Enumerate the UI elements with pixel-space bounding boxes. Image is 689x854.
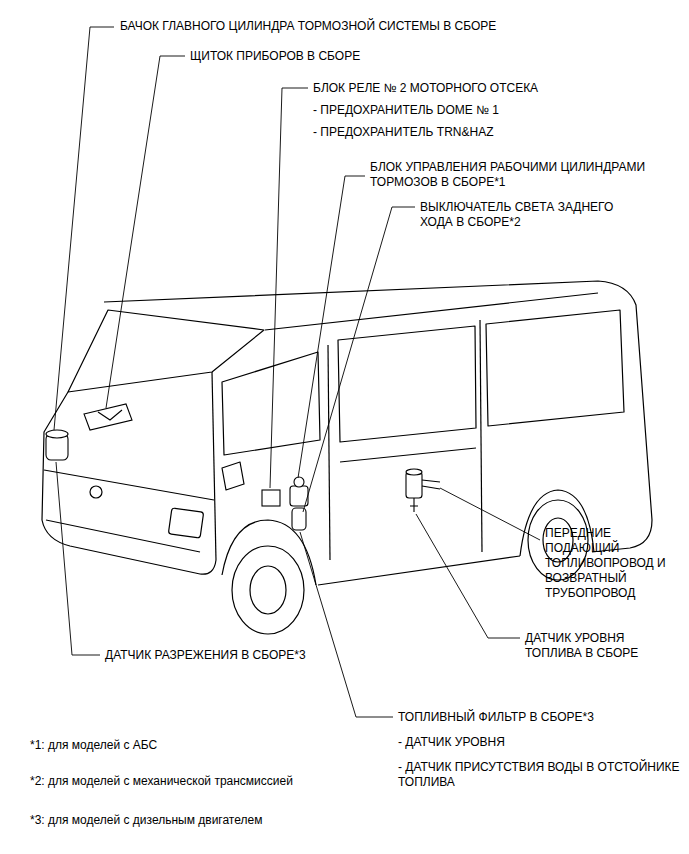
- fuel-lines: [422, 480, 440, 489]
- van-corner: [212, 372, 216, 560]
- van-outline: [104, 281, 652, 552]
- part-label: ДАТЧИК УРОВНЯ ТОПЛИВА В СБОРЕ: [525, 631, 681, 661]
- fuel-sender-float: [410, 498, 418, 512]
- part-label: ВЫКЛЮЧАТЕЛЬ СВЕТА ЗАДНЕГО ХОДА В СБОРЕ*2: [420, 200, 648, 230]
- leader-line: [300, 532, 393, 717]
- part-label: БАЧОК ГЛАВНОГО ЦИЛИНДРА ТОРМОЗНОЙ СИСТЕМ…: [120, 19, 498, 34]
- windshield: [68, 310, 264, 392]
- sub-label: - ДАТЧИК ПРИСУТСТВИЯ ВОДЫ В ОТСТОЙНИКЕ Т…: [398, 760, 680, 790]
- roof-edge: [265, 293, 598, 330]
- fuel-sender-flange: [406, 469, 422, 475]
- fuel-filter: [292, 508, 306, 530]
- leader-line: [54, 27, 114, 430]
- components: [46, 404, 440, 530]
- door-window: [222, 352, 320, 455]
- instrument-panel: [84, 404, 132, 430]
- bumper-line: [46, 520, 200, 552]
- mirror: [222, 462, 244, 490]
- sub-label: - ПРЕДОХРАНИТЕЛЬ TRN&HAZ: [313, 125, 653, 140]
- sub-label: - ДАТЧИК УРОВНЯ: [398, 735, 678, 750]
- panel-wiring: [98, 410, 122, 420]
- door-line: [480, 320, 482, 552]
- part-label: ДАТЧИК РАЗРЕЖЕНИЯ В СБОРЕ*3: [105, 648, 405, 663]
- part-label: ПЕРЕДНИЕ ПОДАЮЩИЙ ТОПЛИВОПРОВОД И ВОЗВРА…: [545, 526, 683, 601]
- footnote: *3: для моделей с дизельным двигателем: [30, 813, 370, 828]
- leader-line: [298, 176, 365, 478]
- side-window: [486, 310, 624, 426]
- footnote: *2: для моделей с механической трансмисс…: [30, 774, 370, 789]
- relay-block: [262, 490, 280, 506]
- wheel-hub: [250, 566, 286, 614]
- bumper-line: [44, 470, 214, 500]
- leader-line: [416, 514, 520, 638]
- emblem: [90, 486, 102, 498]
- van-sill: [318, 556, 520, 585]
- headlight: [168, 508, 203, 538]
- part-label: БЛОК УПРАВЛЕНИЯ РАБОЧИМИ ЦИЛИНДРАМИ ТОРМ…: [370, 160, 682, 190]
- part-label: ТОПЛИВНЫЙ ФИЛЬТР В СБОРЕ*3: [398, 710, 678, 725]
- sub-label: - ПРЕДОХРАНИТЕЛЬ DOME № 1: [313, 103, 653, 118]
- leader-line: [440, 488, 540, 540]
- part-label: ЩИТОК ПРИБОРОВ В СБОРЕ: [190, 49, 490, 64]
- leader-line: [303, 207, 415, 512]
- leader-line: [106, 56, 185, 408]
- door-rail: [340, 448, 476, 462]
- door-line: [328, 345, 330, 560]
- fuel-sender: [406, 472, 422, 498]
- wheel: [232, 546, 304, 634]
- front-face: [42, 392, 216, 574]
- side-window: [338, 326, 476, 442]
- footnote: *1: для моделей с АБС: [30, 738, 370, 753]
- leader-line: [270, 88, 308, 488]
- part-label: БЛОК РЕЛЕ № 2 МОТОРНОГО ОТСЕКА: [313, 81, 653, 96]
- leader-line: [56, 462, 100, 655]
- reservoir-cap: [46, 430, 68, 438]
- actuator-motor: [294, 477, 304, 487]
